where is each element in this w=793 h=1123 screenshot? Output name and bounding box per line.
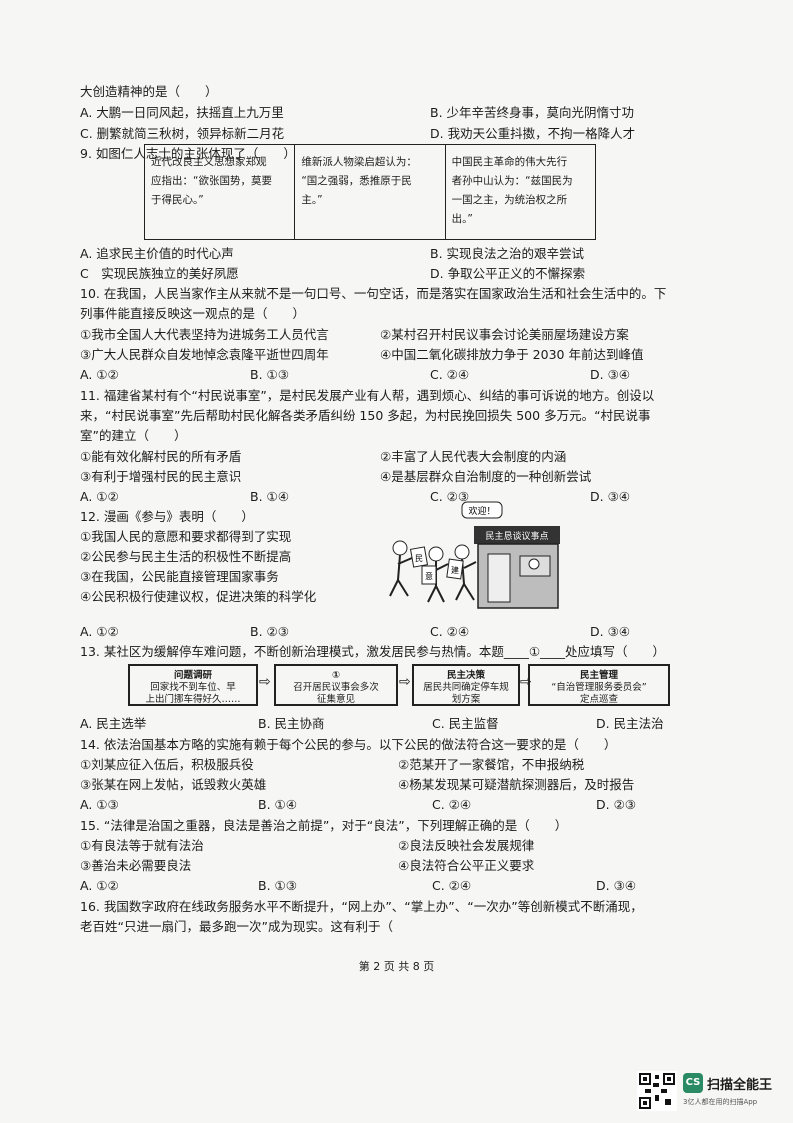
comic-card-3: 建: [451, 565, 459, 575]
text-line-q11o1: ①能有效化解村民的所有矛盾: [80, 449, 242, 464]
text-line-q11b: 来，“村民说事室”先后帮助村民化解各类矛盾纠纷 150 多起，为村民挽回损失 5…: [80, 408, 651, 423]
comic-sign: 民主恳谈议事点: [485, 530, 548, 542]
text-line-q15a: A. ①②: [80, 878, 119, 893]
text-line-q11: 11. 福建省某村有个“村民说事室”，是村民发展产业有人帮，遇到烦心、纠结的事可…: [80, 388, 655, 403]
text-line-q11a: A. ①②: [80, 489, 119, 504]
text-line-q13bb: B. 民主协商: [258, 716, 325, 731]
text-line-q14c: C. ②④: [432, 797, 472, 812]
quote-liang-qichao: 维新派人物梁启超认为： “国之强弱，悉推原于民 主。”: [294, 145, 444, 239]
text-line-q11o3: ③有利于增强村民的民主意识: [80, 469, 242, 484]
flow-step-4: 民主管理 “自治管理服务委员会” 定点巡查: [528, 664, 670, 706]
text-line-q14d: D. ②③: [596, 797, 636, 812]
quote-sun-zhongshan: 中国民主革命的伟大先行 者孙中山认为：“兹国民为 一国之主，为统治权之所 出。”: [444, 145, 595, 239]
text-line-q11c: 室”的建立（ ）: [80, 428, 187, 443]
text-line-q10b: 列事件能直接反映这一观点的是（ ）: [80, 306, 306, 321]
text-line-q10o2: ②某村召开村民议事会讨论美丽屋场建设方案: [380, 327, 629, 342]
text-line-q10o1: ①我市全国人大代表坚持为进城务工人员代言: [80, 327, 329, 342]
text-line-q9a: A. 追求民主价值的时代心声: [80, 246, 234, 261]
text-line-q15bb: B. ①③: [258, 878, 297, 893]
scanner-brand-tagline: 3亿人都在用的扫描App: [683, 1098, 758, 1106]
text-line-q13: 13. 某社区为缓解停车难问题，不断创新治理模式，激发居民参与热情。本题____…: [80, 644, 666, 659]
arrow-right-icon: ⇨: [399, 674, 411, 690]
text-line-q14o4: ④杨某发现某可疑潜航探测器后，及时报告: [398, 777, 635, 792]
text-line-q14bb: B. ①④: [258, 797, 297, 812]
qr-code-icon: [637, 1071, 677, 1111]
text-line-q15: 15. “法律是治国之重器，良法是善治之前提”，对于“良法”，下列理解正确的是（…: [80, 818, 568, 833]
text-line-q10bb: B. ①③: [250, 367, 289, 382]
flow-step-1: 问题调研 回家找不到车位、早 上出门挪车得好久……: [128, 664, 258, 706]
text-line-q16b: 老百姓“只进一扇门，最多跑一次”成为现实。这有利于（: [80, 919, 393, 934]
text-line-q15d: D. ③④: [596, 878, 636, 893]
text-line-q15o1: ①有良法等于就有法治: [80, 838, 204, 853]
text-line-q12o2: ②公民参与民主生活的积极性不断提高: [80, 549, 292, 564]
scanner-brand-name: 扫描全能王: [707, 1078, 773, 1093]
text-line-q13d: D. 民主法治: [596, 716, 664, 731]
comic-card-1: 民: [415, 554, 423, 563]
text-line-q15c: C. ②④: [432, 878, 472, 893]
text-line-q15o2: ②良法反映社会发展规律: [398, 838, 535, 853]
text-line-q11o4: ④是基层群众自治制度的一种创新尝试: [380, 469, 592, 484]
text-line-q13a: A. 民主选举: [80, 716, 147, 731]
flow-step-3: 民主决策 居民共同确定停车规 划方案: [412, 664, 520, 706]
text-line-q13c: C. 民主监督: [432, 716, 499, 731]
text-line-l3b: B. 少年辛苦终身事，莫向光阴惰寸功: [430, 105, 635, 120]
text-line-q10a: A. ①②: [80, 367, 119, 382]
text-line-q11o2: ②丰富了人民代表大会制度的内涵: [380, 449, 567, 464]
comic-welcome: 欢迎！: [468, 505, 495, 517]
text-line-q12o1: ①我国人民的意愿和要求都得到了实现: [80, 529, 292, 544]
text-line-q11bb: B. ①④: [250, 489, 289, 504]
text-line-q15o3: ③善治未必需要良法: [80, 858, 192, 873]
flow-step-2: ① 召开居民议事会多次 征集意见: [274, 664, 398, 706]
text-line-l3: A. 大鹏一日同风起，扶摇直上九万里: [80, 105, 284, 120]
text-line-q14: 14. 依法治国基本方略的实施有赖于每个公民的参与。以下公民的做法符合这一要求的…: [80, 737, 617, 752]
text-line-q12c: C. ②④: [430, 624, 470, 639]
text-line-q10o3: ③广大人民群众自发地悼念袁隆平逝世四周年: [80, 347, 329, 362]
arrow-right-icon: ⇨: [520, 674, 532, 690]
text-line-q14o2: ②范某开了一家餐馆，不申报纳税: [398, 757, 585, 772]
text-line-q12o4: ④公民积极行使建议权，促进决策的科学化: [80, 589, 317, 604]
text-line-q14o1: ①刘某应征入伍后，积极服兵役: [80, 757, 254, 772]
text-line-q10d: D. ③④: [590, 367, 630, 382]
text-line-q12: 12. 漫画《参与》表明（ ）: [80, 509, 254, 524]
text-line-q9b: B. 实现良法之治的艰辛尝试: [430, 246, 585, 261]
text-line-l4b: D. 我劝天公重抖擞，不拘一格降人才: [430, 126, 636, 141]
text-line-q12d: D. ③④: [590, 624, 630, 639]
text-line-q10c: C. ②④: [430, 367, 470, 382]
text-line-q14a: A. ①③: [80, 797, 119, 812]
text-line-q15o4: ④良法符合公平正义要求: [398, 858, 535, 873]
text-line-q11c2: C. ②③: [430, 489, 470, 504]
text-line-q9d: D. 争取公平正义的不懈探索: [430, 266, 586, 281]
text-line-q16: 16. 我国数字政府在线政务服务水平不断提升，“网上办”、“掌上办”、“一次办”…: [80, 899, 643, 914]
quote-zheng-guanying: 近代改良主义思想家郑观 应指出：“欲张国势，莫要 于得民心。”: [151, 156, 272, 206]
text-line-q12o3: ③在我国，公民能直接管理国家事务: [80, 569, 279, 584]
text-line-l1: 大创造精神的是（ ）: [80, 84, 218, 99]
participation-comic: 民主恳谈议事点 欢迎！ 民 意 建: [389, 501, 560, 609]
text-line-q12bb: B. ②③: [250, 624, 289, 639]
text-line-q10o4: ④中国二氧化碳排放力争于 2030 年前达到峰值: [380, 347, 644, 362]
quote-table: 近代改良主义思想家郑观 应指出：“欲张国势，莫要 于得民心。” 维新派人物梁启超…: [144, 144, 596, 240]
text-line-q10: 10. 在我国，人民当家作主从来就不是一句口号、一句空话，而是落实在国家政治生活…: [80, 286, 667, 301]
text-line-l4: C. 删繁就简三秋树，领异标新二月花: [80, 126, 285, 141]
text-line-q12a: A. ①②: [80, 624, 119, 639]
page-footer: 第 2 页 共 8 页: [358, 960, 435, 973]
text-line-q11d: D. ③④: [590, 489, 630, 504]
text-line-q14o3: ③张某在网上发帖，诋毁救火英雄: [80, 777, 267, 792]
text-line-q9c: C 实现民族独立的美好夙愿: [80, 266, 239, 281]
camscanner-logo-icon: CS: [683, 1073, 703, 1093]
text-line-l5: 9. 如图仁人志士的主张体现了（ ）: [80, 146, 296, 161]
comic-card-2: 意: [425, 571, 433, 581]
arrow-right-icon: ⇨: [259, 674, 271, 690]
